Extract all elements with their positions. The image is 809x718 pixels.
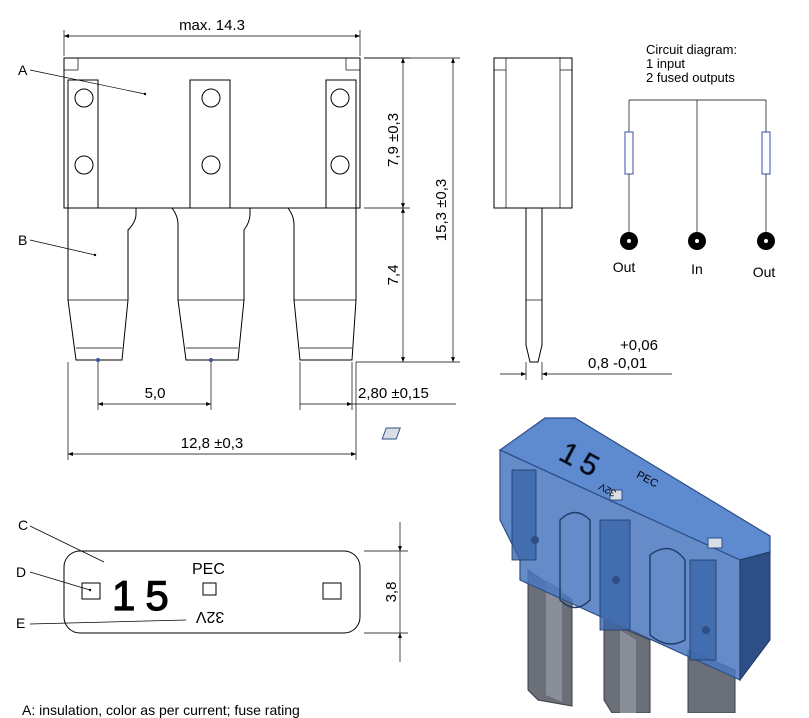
blade-mid bbox=[171, 207, 251, 361]
side-blade bbox=[525, 208, 543, 363]
rivet-hole bbox=[201, 155, 221, 175]
footer-note: A: insulation, color as per current; fus… bbox=[22, 702, 300, 718]
dim-max-width: max. 14.3 bbox=[179, 17, 245, 34]
dim-thickness: 0,8 -0,01 bbox=[588, 355, 647, 372]
terminal-strip-mid bbox=[189, 79, 231, 209]
label-a: A bbox=[18, 62, 28, 78]
render-body-side bbox=[739, 551, 771, 682]
rivet-hole bbox=[74, 88, 94, 108]
top-body-outline bbox=[63, 550, 361, 634]
dim-pitch: 5,0 bbox=[145, 385, 166, 402]
front-view: max. 14.3 A B 7,9 ±0,3 7,4 15,3 ±0,3 5,0… bbox=[18, 17, 460, 460]
circuit-line-2: 2 fused outputs bbox=[646, 70, 735, 85]
brand-mark: PEC bbox=[192, 561, 225, 578]
circuit-line-1: 1 input bbox=[646, 56, 685, 71]
blade-left bbox=[67, 208, 137, 361]
fuse-3d-render: 15 PEC 32V bbox=[381, 417, 771, 713]
dim-thickness-tol: +0,06 bbox=[620, 337, 658, 354]
circuit-diagram: Circuit diagram: 1 input 2 fused outputs… bbox=[613, 42, 776, 280]
terminal-label-in: In bbox=[691, 261, 703, 277]
terminal-label-out-left: Out bbox=[613, 259, 636, 275]
rivet-hole bbox=[330, 155, 350, 175]
window-square-left bbox=[81, 582, 101, 600]
label-e: E bbox=[16, 615, 25, 631]
blade-right bbox=[287, 207, 357, 361]
brand-square bbox=[202, 582, 217, 596]
terminal-strip-left bbox=[67, 79, 99, 209]
dim-overall-width: 12,8 ±0,3 bbox=[181, 435, 243, 452]
rivet-hole bbox=[74, 155, 94, 175]
rivet-hole bbox=[330, 88, 350, 108]
dim-upper-height: 7,9 ±0,3 bbox=[385, 113, 402, 167]
label-c: C bbox=[18, 517, 28, 533]
dim-blade-width: 2,80 ±0,15 bbox=[358, 385, 429, 402]
terminal-strip-right bbox=[325, 79, 357, 209]
label-b: B bbox=[18, 232, 27, 248]
top-view: 15 PEC 32V C D E 3,8 bbox=[16, 517, 408, 662]
side-body-outline bbox=[493, 57, 573, 209]
rivet-hole bbox=[201, 88, 221, 108]
side-view: +0,06 0,8 -0,01 bbox=[493, 57, 672, 380]
label-d: D bbox=[16, 564, 26, 580]
rating-embossed: 15 bbox=[112, 572, 179, 619]
terminal-label-out-right: Out bbox=[753, 264, 776, 280]
window-square-right bbox=[322, 582, 342, 600]
fuse-symbol-right bbox=[761, 131, 771, 175]
fuse-symbol-left bbox=[624, 131, 634, 175]
dim-lower-height: 7,4 bbox=[385, 265, 402, 286]
dim-total-height: 15,3 ±0,3 bbox=[433, 179, 450, 241]
voltage-mark: 32V bbox=[195, 608, 224, 625]
dim-top-height: 3,8 bbox=[383, 582, 400, 603]
circuit-title: Circuit diagram: bbox=[646, 42, 737, 57]
